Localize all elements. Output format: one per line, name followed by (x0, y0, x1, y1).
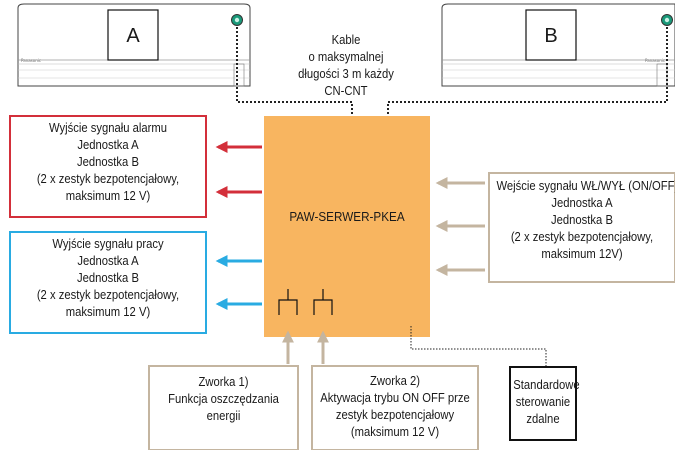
cable-note-line: długości 3 m każdy (298, 67, 394, 81)
work-output-box (9, 231, 207, 334)
work-output-text: Wyjście sygnału pracy Jednostka A Jednos… (20, 236, 196, 321)
onoff-input-title: Wejście sygnału WŁ/WYŁ (ON/OFF) (496, 179, 675, 193)
jumper-2-box (311, 365, 479, 450)
jumper-1-desc: Funkcja oszczędzania (168, 392, 279, 406)
cable-note-line: o maksymalnej (308, 50, 384, 64)
jumper-1-text: Zworka 1) Funkcja oszczędzania energii (156, 374, 290, 425)
onoff-input-box (488, 172, 675, 283)
unit-b-brand: Panasonic (645, 58, 666, 63)
remote-line: zdalne (526, 412, 560, 426)
remote-box (509, 366, 577, 441)
jumper-2-text: Zworka 2) Aktywacja trybu ON OFF przez z… (320, 373, 469, 449)
work-output-unit-b: Jednostka B (77, 271, 139, 285)
led-indicator-icon (661, 14, 673, 26)
controller-name: PAW-SERWER-PKEA (289, 209, 405, 224)
remote-line: Standardowe (513, 378, 580, 392)
remote-cable (410, 326, 547, 367)
unit-a-label-box (107, 9, 159, 61)
alarm-output-text: Wyjście sygnału alarmu Jednostka A Jedno… (20, 120, 196, 205)
unit-a-label: A (126, 25, 140, 47)
alarm-output-box (9, 115, 207, 218)
onoff-input-spec: (2 x zestyk bezpotencjałowy, (510, 230, 654, 244)
alarm-output-limit: maksimum 12 V) (65, 189, 151, 203)
jumper-icon (313, 289, 333, 315)
remote-line: sterowanie (515, 395, 571, 409)
alarm-output-unit-b: Jednostka B (77, 155, 139, 169)
cable-note: Kable o maksymalnej długości 3 m każdy C… (279, 32, 414, 100)
indoor-unit-a (17, 3, 251, 87)
unit-a-brand: Panasonic (21, 58, 42, 63)
onoff-input-unit-b: Jednostka B (551, 213, 613, 227)
onoff-input-unit-a: Jednostka A (551, 196, 613, 210)
alarm-output-spec: (2 x zestyk bezpotencjałowy, (36, 172, 180, 186)
cable-note-line: Kable (331, 33, 361, 47)
work-output-limit: maksimum 12 V) (65, 305, 151, 319)
onoff-input-text: Wejście sygnału WŁ/WYŁ (ON/OFF) Jednostk… (496, 178, 675, 263)
alarm-output-unit-a: Jednostka A (77, 138, 139, 152)
controller-box (264, 116, 430, 337)
led-indicator-icon (231, 14, 243, 26)
work-output-title: Wyjście sygnału pracy (52, 237, 164, 251)
jumper-2-desc: Aktywacja trybu ON OFF przez (320, 391, 470, 405)
jumper-icon (278, 289, 298, 315)
jumper-1-title: Zworka 1) (198, 375, 249, 389)
jumper-2-limit: (maksimum 12 V) (350, 425, 440, 439)
jumper-1-desc: energii (206, 409, 241, 423)
work-output-unit-a: Jednostka A (77, 254, 139, 268)
cn-cnt-cable-a (236, 27, 353, 117)
alarm-output-title: Wyjście sygnału alarmu (48, 121, 168, 135)
cn-cnt-cable-b (387, 27, 668, 117)
onoff-input-limit: maksimum 12V) (541, 247, 623, 261)
cable-note-line: CN-CNT (324, 84, 368, 98)
unit-b-label-box (525, 9, 577, 61)
jumper-1-box (148, 365, 299, 450)
indoor-unit-b (441, 3, 675, 87)
unit-b-label: B (544, 25, 558, 47)
work-output-spec: (2 x zestyk bezpotencjałowy, (36, 288, 180, 302)
jumper-2-desc: zestyk bezpotencjałowy (335, 408, 455, 422)
jumper-2-title: Zworka 2) (369, 374, 421, 388)
remote-text: Standardowe sterowanie zdalne (513, 377, 580, 428)
